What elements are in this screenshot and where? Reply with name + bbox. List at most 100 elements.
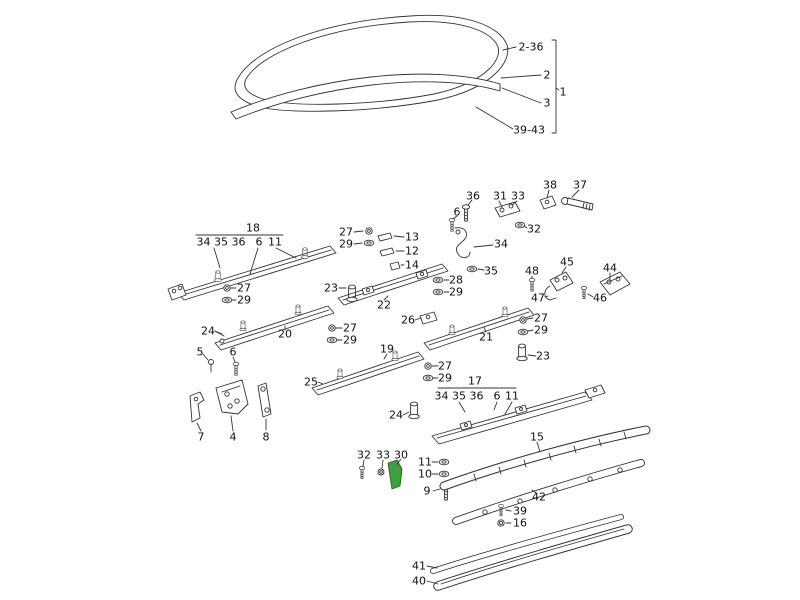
- part-label-30[interactable]: 30: [394, 448, 408, 462]
- screw-46: [580, 285, 594, 299]
- part-label-29[interactable]: 29: [534, 323, 548, 337]
- plate-38: [539, 189, 557, 210]
- sleeve-14: [389, 261, 405, 271]
- part-label-42[interactable]: 42: [532, 490, 546, 504]
- part-label-24[interactable]: 24: [389, 408, 403, 422]
- part-label-29[interactable]: 29: [449, 285, 463, 299]
- part-label-16[interactable]: 16: [513, 516, 527, 530]
- part-label-27[interactable]: 27: [438, 359, 452, 373]
- part-label-47[interactable]: 47: [531, 291, 545, 305]
- screw-39: [498, 504, 512, 517]
- screw-6-bottom: [232, 356, 240, 376]
- part-label-8[interactable]: 8: [262, 430, 270, 444]
- part-label-38[interactable]: 38: [543, 178, 557, 192]
- fastener-pair-c: [326, 324, 343, 344]
- clip-12: [379, 247, 405, 257]
- rail-21: [423, 306, 535, 351]
- part-label-33[interactable]: 33: [511, 189, 525, 203]
- screw-6-top: [448, 215, 458, 232]
- part-label-34[interactable]: 34: [494, 237, 508, 251]
- part-label-22[interactable]: 22: [377, 298, 391, 312]
- part-label-21[interactable]: 21: [479, 330, 493, 344]
- part-label-11[interactable]: 11: [268, 235, 282, 249]
- part-label-6[interactable]: 6: [453, 205, 461, 219]
- part-label-12[interactable]: 12: [405, 244, 419, 258]
- seal-strip-15: [439, 425, 651, 491]
- stud-24-bottom: [402, 401, 420, 420]
- part-label-10[interactable]: 10: [418, 467, 432, 481]
- part-label-32[interactable]: 32: [527, 222, 541, 236]
- rail-19: [311, 350, 425, 396]
- part-label-39[interactable]: 39: [513, 504, 527, 518]
- bracket-26: [414, 311, 438, 325]
- part-label-27[interactable]: 27: [343, 321, 357, 335]
- part-label-25[interactable]: 25: [304, 375, 318, 389]
- washer-32: [514, 221, 528, 229]
- part-label-17[interactable]: 17: [468, 374, 482, 388]
- strip-41: [426, 514, 624, 574]
- part-label-27[interactable]: 27: [339, 225, 353, 239]
- part-label-39-43[interactable]: 39-43: [513, 123, 545, 137]
- bolt-5: [202, 353, 214, 373]
- part-label-29[interactable]: 29: [343, 333, 357, 347]
- part-label-33[interactable]: 33: [376, 448, 390, 462]
- part-label-45[interactable]: 45: [560, 255, 574, 269]
- part-label-44[interactable]: 44: [603, 261, 617, 275]
- part-label-2-36[interactable]: 2-36: [518, 40, 544, 54]
- part-label-6[interactable]: 6: [493, 389, 501, 403]
- part-label-2[interactable]: 2: [543, 68, 551, 82]
- part-label-1[interactable]: 1: [559, 85, 567, 99]
- part-label-14[interactable]: 14: [405, 258, 419, 272]
- part-label-11[interactable]: 11: [505, 389, 519, 403]
- part-label-36[interactable]: 36: [466, 189, 480, 203]
- part-label-6[interactable]: 6: [255, 235, 263, 249]
- part-label-15[interactable]: 15: [530, 430, 544, 444]
- part-label-32[interactable]: 32: [357, 448, 371, 462]
- screw-36: [461, 199, 473, 222]
- part-label-24[interactable]: 24: [201, 324, 215, 338]
- part-label-31[interactable]: 31: [493, 189, 507, 203]
- sleeve-16: [497, 519, 512, 527]
- link-8: [257, 382, 272, 431]
- part-label-26[interactable]: 26: [401, 313, 415, 327]
- part-label-23[interactable]: 23: [536, 349, 550, 363]
- clip-13: [377, 232, 405, 242]
- part-label-6[interactable]: 6: [229, 345, 237, 359]
- strip-40: [426, 524, 633, 591]
- stud-23-left: [338, 284, 358, 303]
- part-label-20[interactable]: 20: [278, 327, 292, 341]
- part-label-29[interactable]: 29: [438, 371, 452, 385]
- part-label-40[interactable]: 40: [412, 574, 426, 588]
- part-label-23[interactable]: 23: [324, 281, 338, 295]
- washer-35: [466, 265, 485, 273]
- part-label-9[interactable]: 9: [423, 484, 431, 498]
- part-label-13[interactable]: 13: [405, 230, 419, 244]
- part-label-34-35-36[interactable]: 34 35 36: [434, 389, 484, 403]
- part-label-27[interactable]: 27: [534, 311, 548, 325]
- rail-22: [337, 263, 449, 306]
- part-label-41[interactable]: 41: [412, 559, 426, 573]
- highlighted-part-30[interactable]: [387, 458, 403, 490]
- part-label-29[interactable]: 29: [237, 293, 251, 307]
- part-label-4[interactable]: 4: [229, 430, 237, 444]
- part-label-37[interactable]: 37: [573, 178, 587, 192]
- fastener-pair-d: [422, 362, 439, 382]
- part-label-5[interactable]: 5: [196, 345, 204, 359]
- part-label-35[interactable]: 35: [484, 264, 498, 278]
- part-label-7[interactable]: 7: [197, 430, 205, 444]
- part-label-46[interactable]: 46: [593, 291, 607, 305]
- part-label-29[interactable]: 29: [339, 237, 353, 251]
- fastener-pair-e: [517, 316, 534, 336]
- part-label-48[interactable]: 48: [525, 264, 539, 278]
- part-label-3[interactable]: 3: [543, 96, 551, 110]
- part-label-34-35-36[interactable]: 34 35 36: [196, 235, 246, 249]
- part-label-28[interactable]: 28: [449, 273, 463, 287]
- part-label-11[interactable]: 11: [418, 455, 432, 469]
- bracket-44: [599, 271, 631, 296]
- part-label-19[interactable]: 19: [380, 342, 394, 356]
- part-label-27[interactable]: 27: [237, 281, 251, 295]
- rail-20: [214, 304, 335, 351]
- part-label-18[interactable]: 18: [246, 221, 260, 235]
